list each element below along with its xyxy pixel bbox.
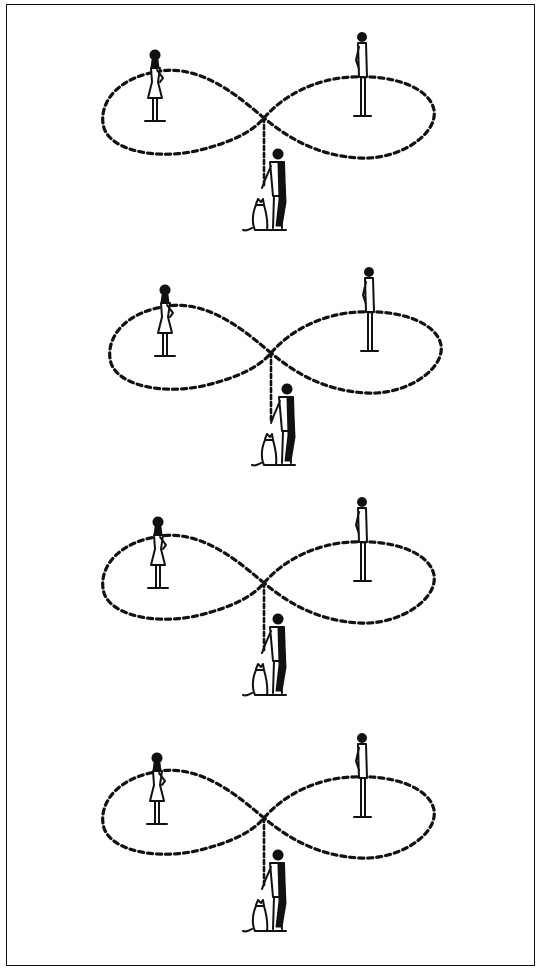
figure-eight-path bbox=[101, 768, 436, 860]
woman-figure bbox=[147, 516, 169, 589]
woman-figure bbox=[154, 284, 176, 357]
man-figure bbox=[353, 31, 372, 117]
panel bbox=[101, 732, 436, 933]
figure-eight-path bbox=[108, 303, 443, 395]
panel bbox=[101, 31, 436, 232]
woman-figure bbox=[146, 752, 168, 825]
man-figure bbox=[353, 496, 372, 582]
panel bbox=[101, 496, 436, 697]
woman-figure bbox=[144, 49, 166, 122]
man-figure bbox=[360, 266, 379, 352]
figure-eight-path bbox=[101, 533, 436, 625]
handler-with-dog bbox=[251, 383, 296, 467]
panel bbox=[108, 266, 443, 467]
